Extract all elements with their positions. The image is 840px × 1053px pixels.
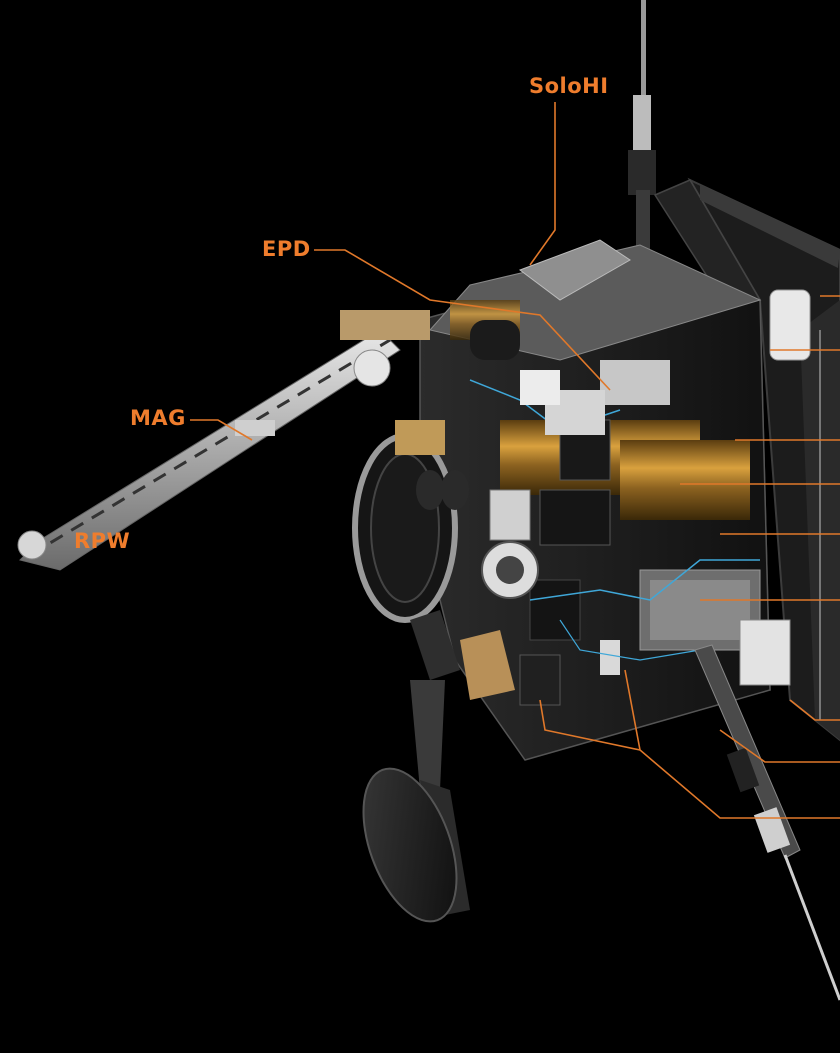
callout-lines — [190, 102, 840, 819]
callout-right-7 — [789, 699, 840, 721]
lower-antenna — [694, 644, 840, 1001]
label-epd: EPD — [262, 237, 311, 261]
callout-mag — [190, 419, 253, 441]
label-rpw: RPW — [74, 529, 131, 553]
callout-right-8 — [719, 729, 840, 763]
callout-epd — [314, 249, 611, 391]
high-gain-antenna — [352, 420, 469, 623]
label-mag: MAG — [130, 406, 186, 430]
top-instrument-deck — [470, 239, 631, 435]
medium-gain-antenna — [362, 610, 515, 923]
callout-right-9 — [624, 669, 840, 819]
spacecraft-bus — [419, 244, 811, 761]
callout-soloHI — [529, 102, 556, 266]
instrument-boom — [17, 310, 430, 571]
label-soloHI: SoloHI — [529, 74, 609, 98]
callout-right-10 — [539, 699, 641, 751]
